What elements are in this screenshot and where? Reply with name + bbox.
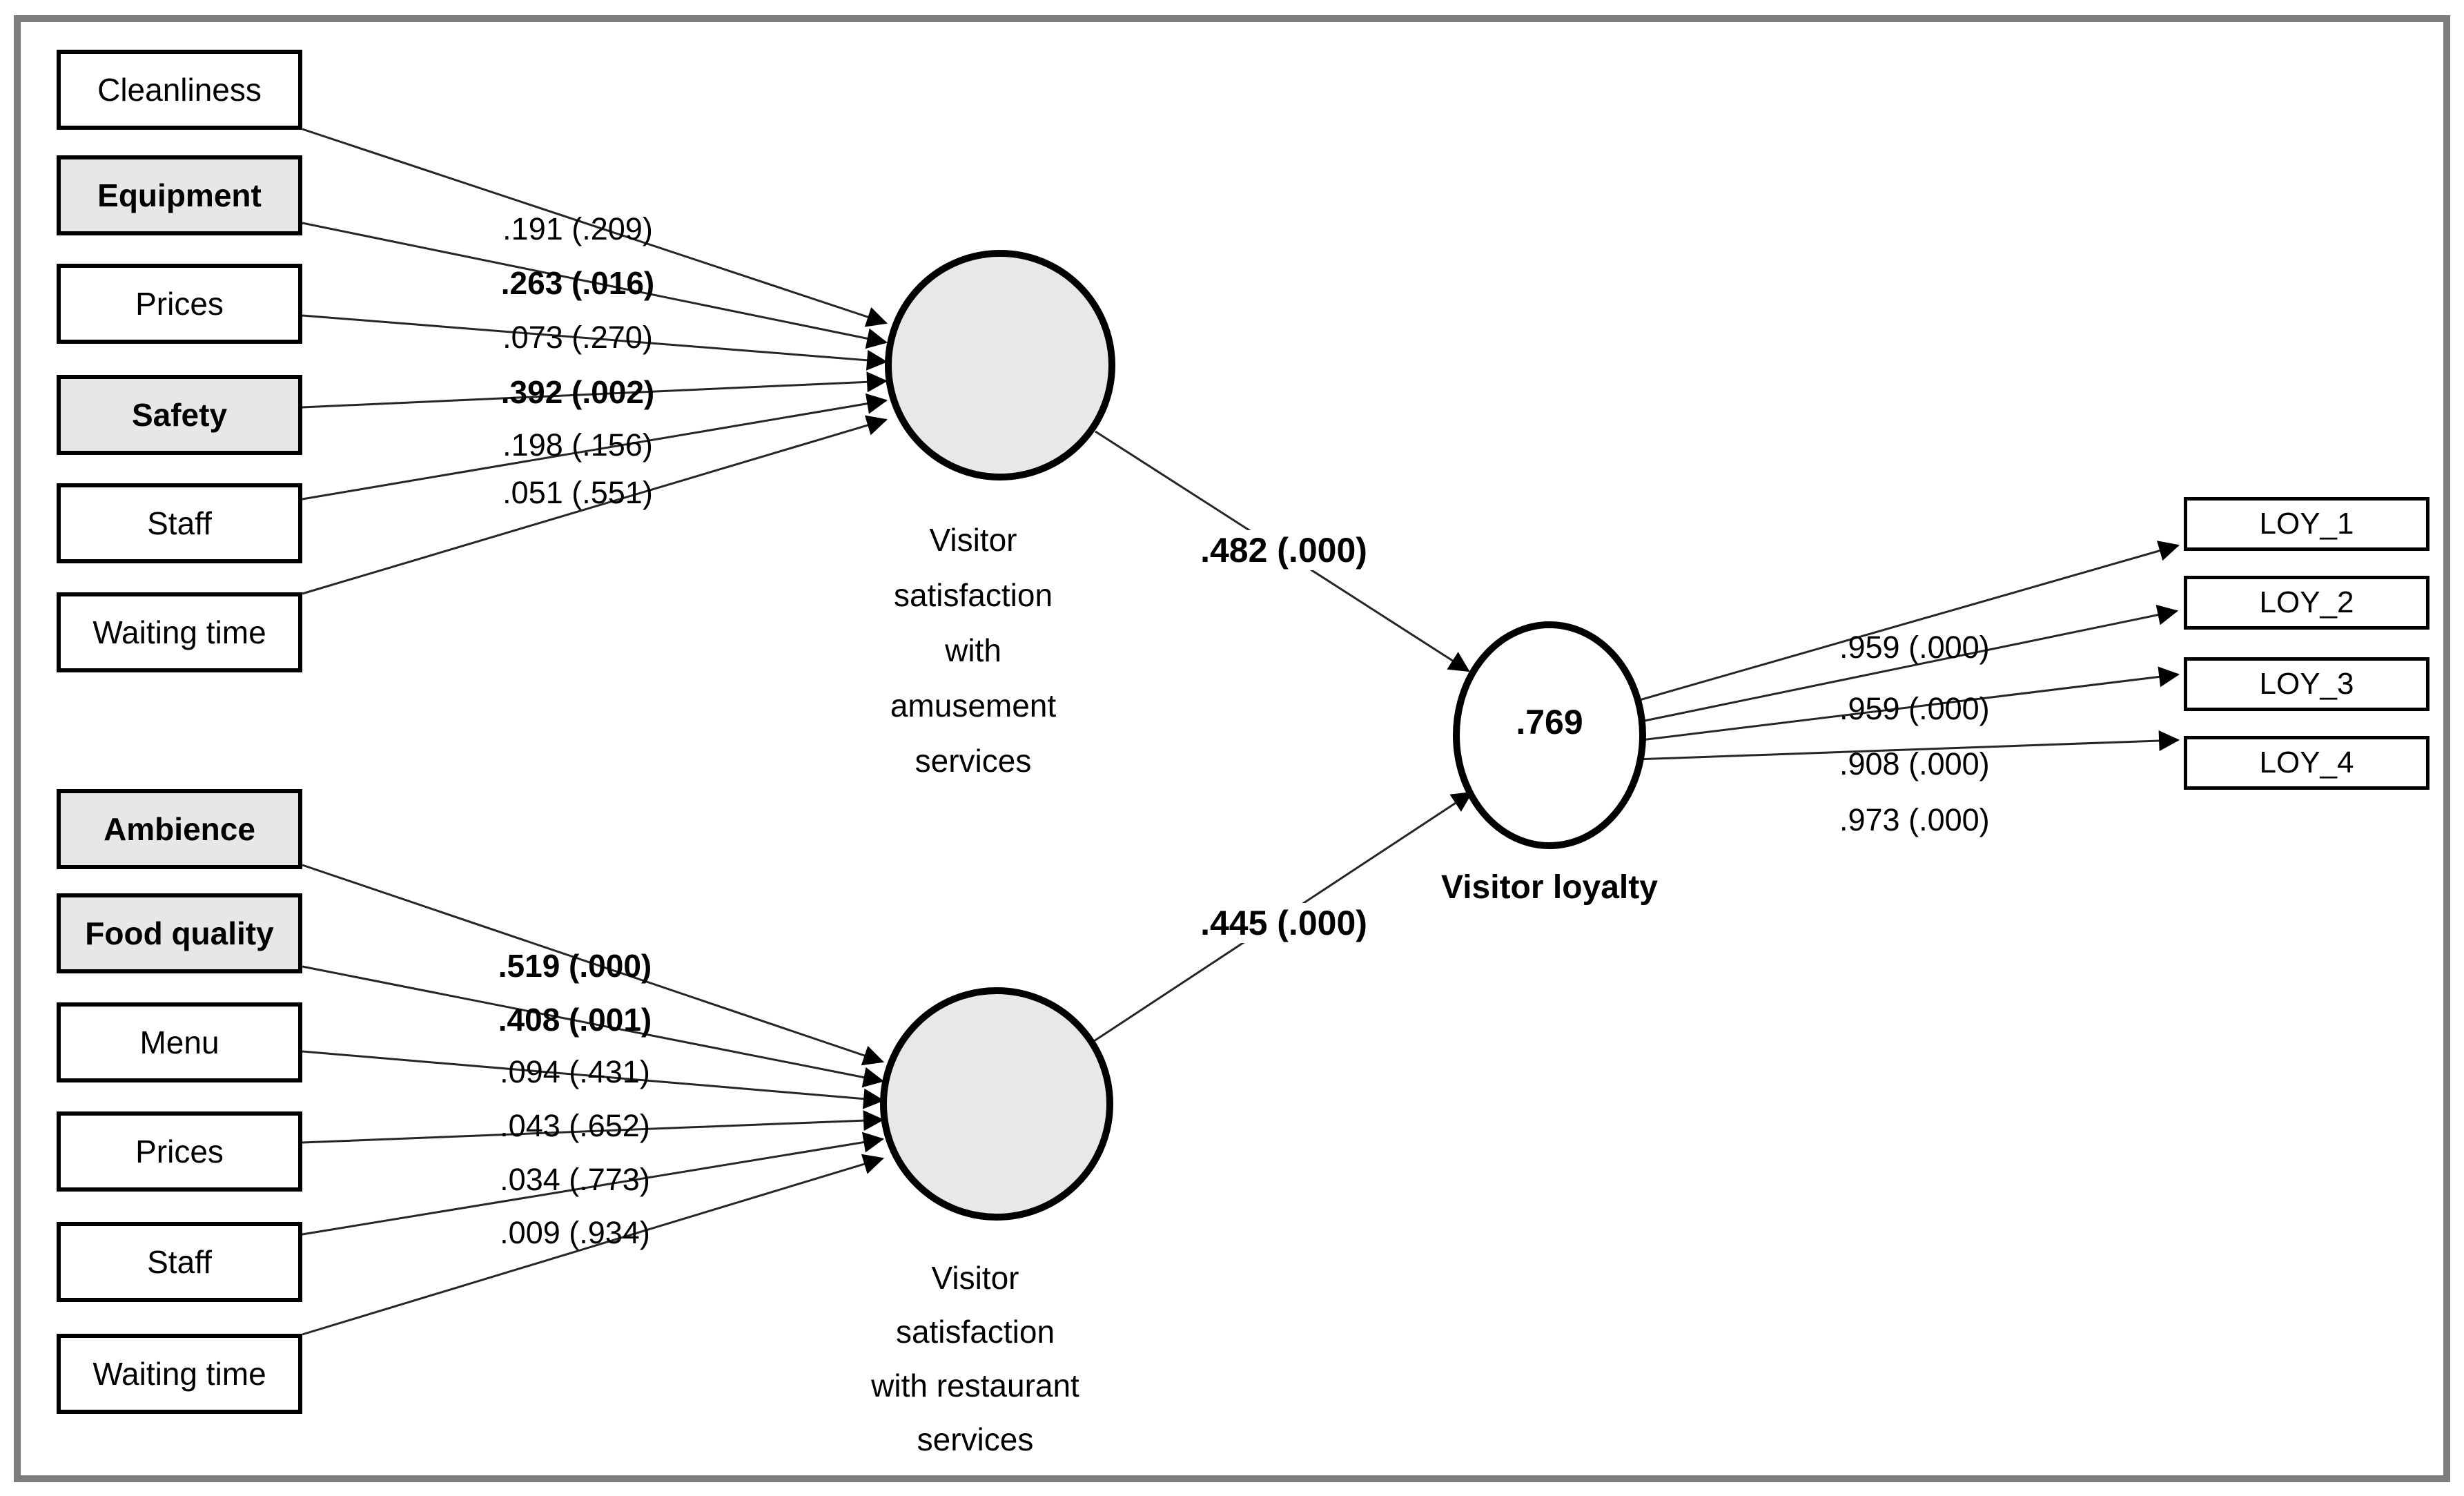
arrow-safety	[302, 371, 888, 409]
loading-staff-bottom: .034 (.773)	[500, 1162, 650, 1197]
arrow-loy3	[1641, 666, 2180, 741]
loading-prices-top: .073 (.270)	[502, 320, 653, 355]
loading-food-quality: .408 (.001)	[498, 1002, 652, 1038]
box-prices-bottom: Prices	[57, 1111, 302, 1192]
arrow-loy2	[1641, 604, 2179, 723]
loading-loy-2: .959 (.000)	[1839, 691, 1990, 726]
box-waiting-bottom: Waiting time	[57, 1334, 302, 1414]
arrow-equipment	[302, 222, 888, 349]
path-coef-amusement-loyalty: .482 (.000)	[1170, 530, 1398, 570]
loading-staff-top: .198 (.156)	[502, 427, 653, 463]
box-menu: Menu	[57, 1002, 302, 1082]
loading-loy-3: .908 (.000)	[1839, 746, 1990, 781]
box-loy-4: LOY_4	[2184, 736, 2429, 790]
latent-loyalty-ellipse	[1453, 621, 1646, 849]
loading-ambience: .519 (.000)	[498, 948, 652, 984]
latent-loyalty-label: Visitor loyalty	[1441, 869, 1658, 906]
box-food-quality: Food quality	[57, 893, 302, 973]
box-equipment: Equipment	[57, 155, 302, 235]
box-cleanliness: Cleanliness	[57, 50, 302, 130]
latent-amusement-label: Visitor satisfaction with amusement serv…	[890, 522, 1057, 779]
box-prices-top: Prices	[57, 264, 302, 344]
box-waiting-top: Waiting time	[57, 592, 302, 672]
arrow-ambience	[302, 864, 884, 1066]
arrow-menu	[302, 1050, 885, 1109]
box-loy-1: LOY_1	[2184, 497, 2429, 551]
box-loy-3: LOY_3	[2184, 657, 2429, 711]
arrow-prices-top	[302, 314, 888, 371]
loading-prices-bottom: .043 (.652)	[500, 1108, 650, 1143]
arrow-staff-bottom	[302, 1131, 885, 1236]
arrow-staff-top	[302, 393, 888, 501]
loading-loy-1: .959 (.000)	[1839, 630, 1990, 665]
loading-equipment: .263 (.016)	[500, 265, 655, 301]
diagram-frame	[14, 15, 2450, 1482]
box-loy-2: LOY_2	[2184, 576, 2429, 630]
latent-restaurant-label: Visitor satisfaction with restaurant ser…	[871, 1260, 1079, 1457]
box-staff-bottom: Staff	[57, 1222, 302, 1302]
loading-waiting-bottom: .009 (.934)	[500, 1215, 650, 1250]
box-safety: Safety	[57, 375, 302, 455]
loading-menu: .094 (.431)	[500, 1054, 650, 1089]
arrow-waiting-bottom	[302, 1154, 885, 1336]
arrow-waiting-top	[302, 415, 888, 595]
loading-cleanliness: .191 (.209)	[502, 211, 653, 246]
path-coef-restaurant-loyalty: .445 (.000)	[1170, 903, 1398, 943]
box-staff-top: Staff	[57, 483, 302, 563]
loyalty-r-squared: .769	[1516, 703, 1583, 741]
loading-safety: .392 (.002)	[500, 374, 655, 410]
arrow-prices-bottom	[302, 1110, 885, 1144]
loading-waiting-top: .051 (.551)	[502, 475, 653, 510]
latent-restaurant-circle	[880, 987, 1113, 1221]
arrow-food-quality	[302, 965, 885, 1088]
latent-amusement-circle	[885, 250, 1115, 480]
box-ambience: Ambience	[57, 789, 302, 869]
arrow-loy4	[1635, 730, 2180, 761]
arrow-cleanliness	[302, 128, 888, 327]
arrow-loy1	[1636, 541, 2180, 702]
loading-loy-4: .973 (.000)	[1839, 802, 1990, 837]
